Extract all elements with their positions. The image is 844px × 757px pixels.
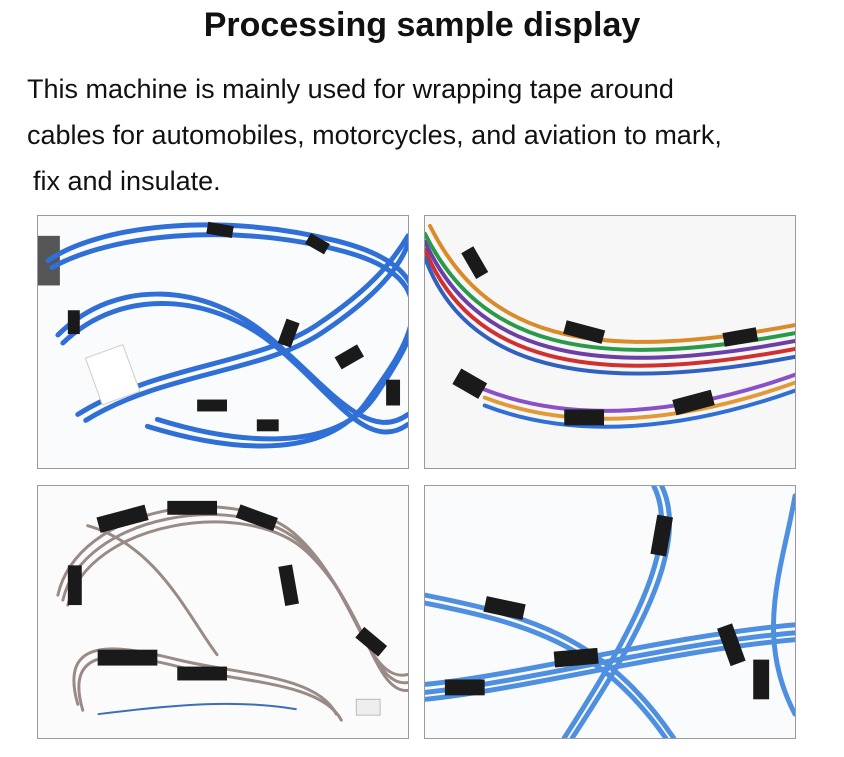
- sample-photo-light-blue-harness: [424, 485, 796, 739]
- description-line-3: fix and insulate.: [33, 166, 221, 196]
- description: This machine is mainly used for wrapping…: [27, 66, 827, 204]
- sample-photo-gray-harness: [37, 485, 409, 739]
- description-line-2: cables for automobiles, motorcycles, and…: [27, 120, 722, 150]
- description-line-1: This machine is mainly used for wrapping…: [27, 74, 674, 104]
- sample-photo-blue-harness: [37, 215, 409, 469]
- sample-photo-multicolor-harness: [424, 215, 796, 469]
- page-title: Processing sample display: [203, 6, 641, 44]
